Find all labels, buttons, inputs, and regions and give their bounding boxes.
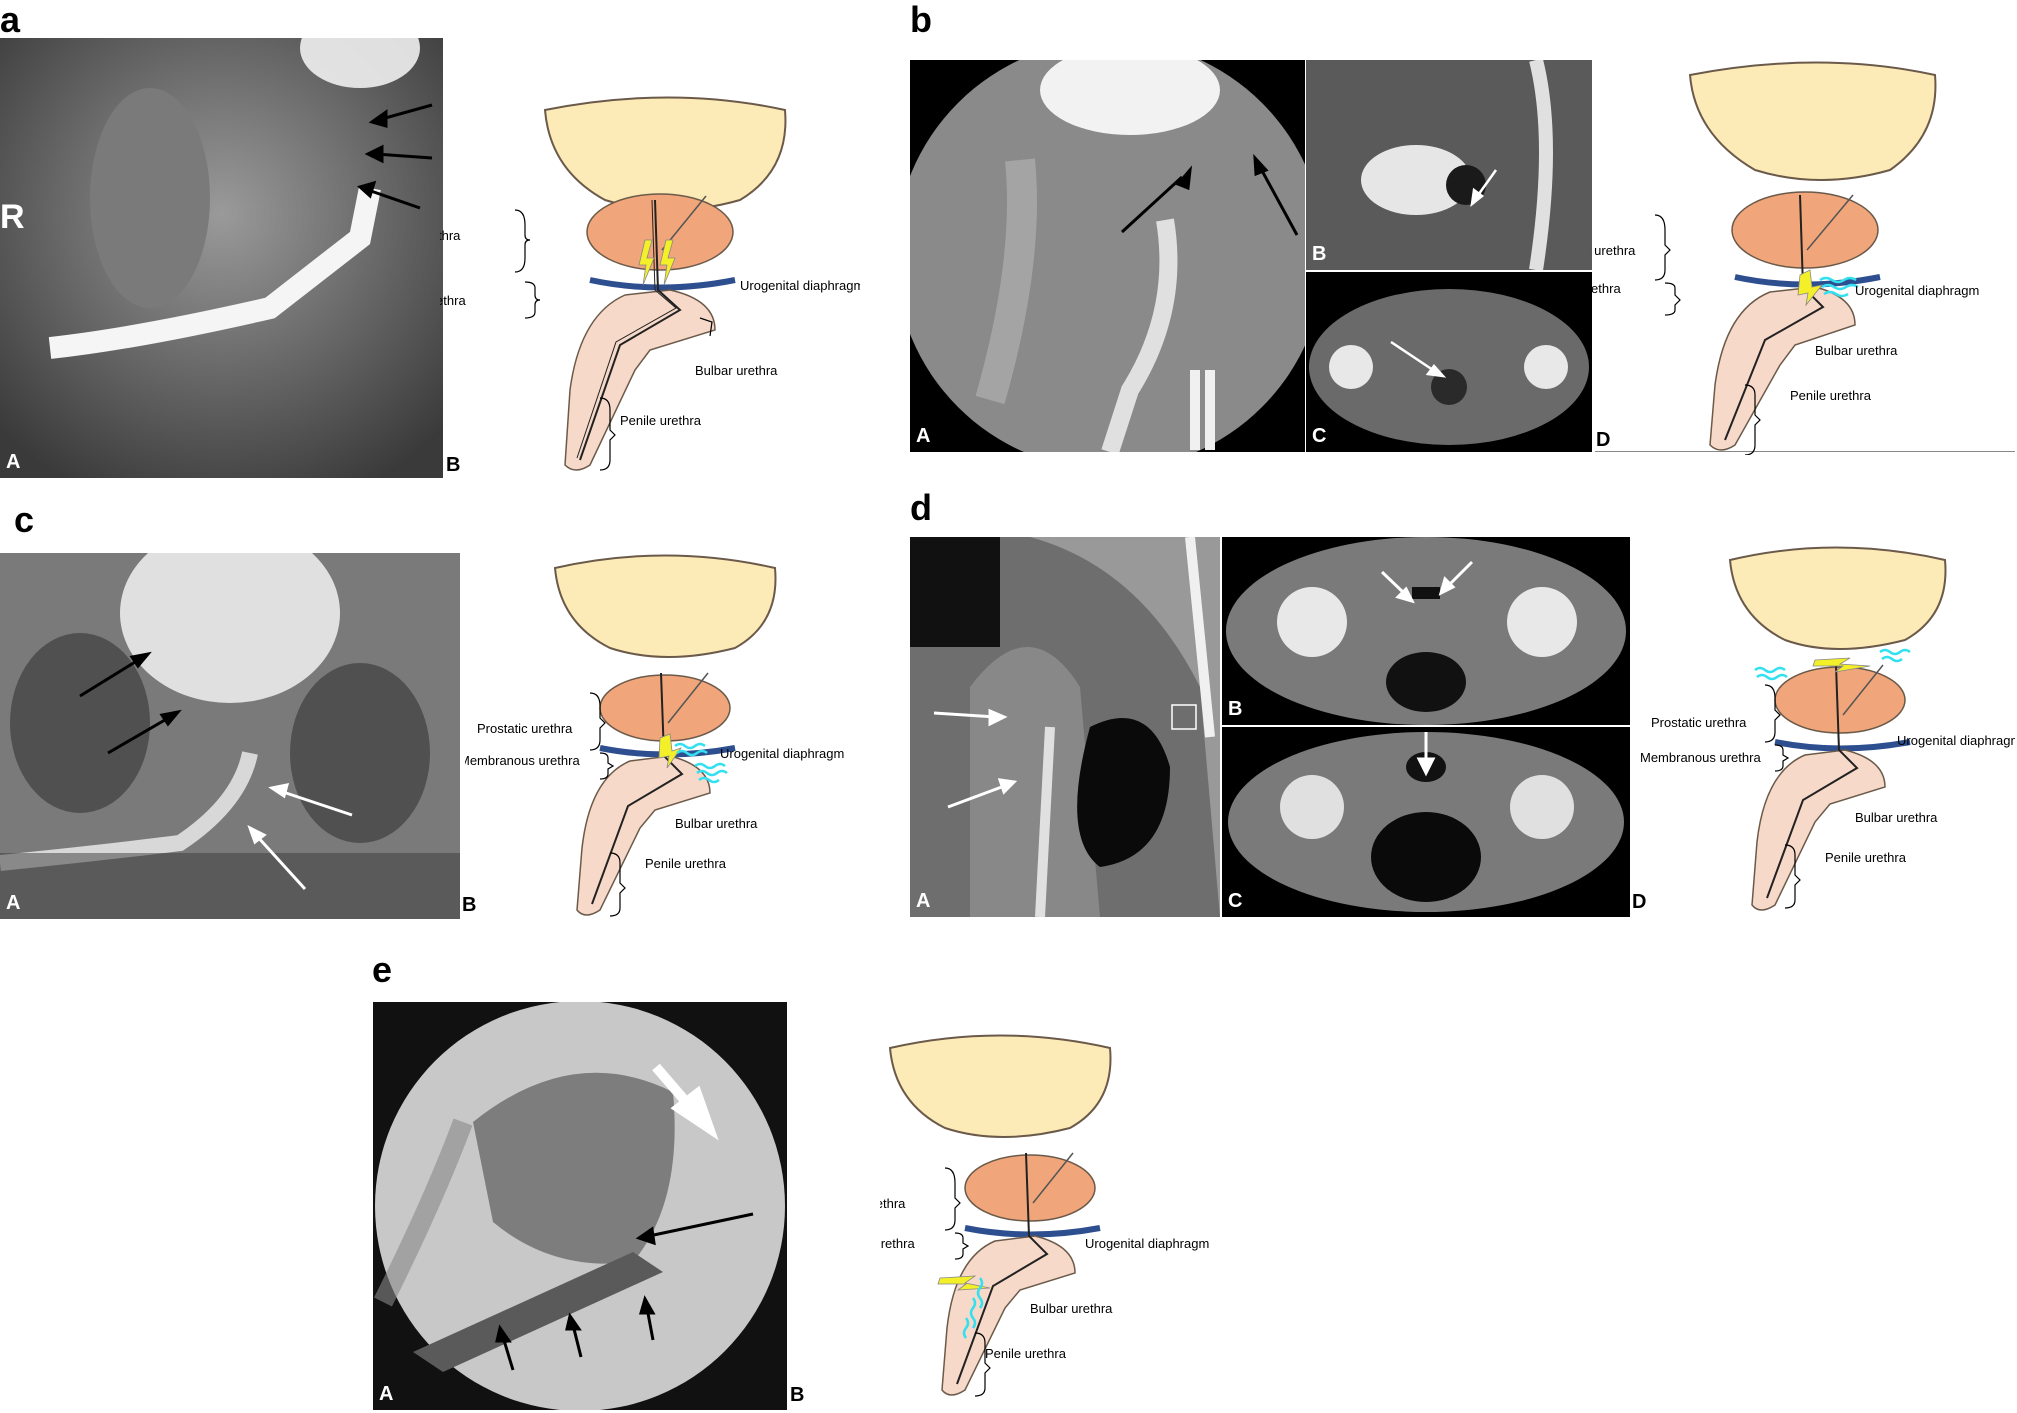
panel-a-urethrogram: R A: [0, 38, 443, 478]
penis-shape: [564, 289, 716, 471]
label-penile: Penile urethra: [620, 413, 702, 428]
svg-text:Bulbar urethra: Bulbar urethra: [1855, 810, 1938, 825]
sub-label-b: B: [462, 894, 477, 916]
panel-d-diagram: Prostatic urethra Membranous urethra Uro…: [1635, 540, 2017, 920]
svg-text:Penile urethra: Penile urethra: [1790, 388, 1872, 403]
label-bulbar: Bulbar urethra: [695, 363, 778, 378]
svg-text:Penile urethra: Penile urethra: [1825, 850, 1907, 865]
panel-letter-a: a: [0, 0, 21, 40]
sub-label-a: A: [379, 1383, 394, 1405]
svg-text:Membranous urethra: Membranous urethra: [880, 1236, 915, 1251]
svg-text:Bulbar urethra: Bulbar urethra: [1815, 343, 1898, 358]
injury-bolts-a: [638, 239, 676, 286]
panel-b-ct-sagittal: B: [1306, 60, 1592, 270]
sub-label-b: B: [1228, 698, 1243, 720]
panel-d-ct-axial-b: B: [1222, 537, 1630, 725]
arrows-black: [356, 103, 433, 210]
svg-text:Bulbar urethra: Bulbar urethra: [1030, 1301, 1113, 1316]
svg-text:Prostatic urethra: Prostatic urethra: [880, 1196, 906, 1211]
svg-text:Prostatic urethra: Prostatic urethra: [1651, 715, 1747, 730]
svg-text:Urogenital diaphragm: Urogenital diaphragm: [720, 746, 844, 761]
sub-label-b: B: [446, 454, 461, 476]
panel-b-ct-axial: C: [1306, 272, 1592, 452]
label-urogenital: Urogenital diaphragm: [740, 278, 860, 293]
panel-letter-b: b: [910, 0, 932, 40]
urethrogram-image: [0, 38, 443, 478]
sub-label-c: C: [1312, 425, 1327, 447]
urethra-path: [579, 199, 682, 461]
svg-text:Penile urethra: Penile urethra: [645, 856, 727, 871]
panel-e-diagram: Prostatic urethra Membranous urethra Uro…: [794, 1028, 1300, 1408]
svg-text:Prostatic urethra: Prostatic urethra: [477, 721, 573, 736]
label-prostatic: Prostatic urethra: [440, 228, 461, 243]
sub-label-a: A: [916, 425, 931, 447]
panel-d-ct-axial-c: C: [1222, 727, 1630, 917]
sub-label-b: B: [1312, 243, 1327, 265]
svg-text:Penile urethra: Penile urethra: [985, 1346, 1067, 1361]
sub-label-c: C: [1228, 890, 1243, 912]
label-membranous: Membranous urethra: [440, 293, 466, 308]
bladder-shape: [543, 96, 787, 211]
prostate-shape: [586, 193, 734, 271]
panel-a-diagram: Prostatic urethra Membranous urethra Uro…: [345, 90, 864, 480]
panel-d-ct-sagittal: A: [910, 537, 1220, 917]
svg-text:Urogenital diaphragm: Urogenital diaphragm: [1085, 1236, 1209, 1251]
sub-label-b: B: [790, 1384, 805, 1406]
sub-label-a: A: [6, 892, 21, 914]
panel-b-diagram: Prostatic urethra Membranous urethra Uro…: [1500, 55, 2010, 456]
panel-letter-e: e: [372, 949, 393, 990]
panel-letter-c: c: [14, 499, 35, 540]
svg-text:Bulbar urethra: Bulbar urethra: [675, 816, 758, 831]
svg-text:Membranous urethra: Membranous urethra: [465, 753, 580, 768]
panel-letter-d: d: [910, 487, 932, 528]
side-marker-r: R: [0, 198, 25, 236]
panel-b-urethrogram: A: [910, 60, 1305, 452]
svg-text:Urogenital diaphragm: Urogenital diaphragm: [1855, 283, 1979, 298]
svg-text:Membranous urethra: Membranous urethra: [1640, 750, 1761, 765]
svg-text:Prostatic urethra: Prostatic urethra: [1590, 243, 1636, 258]
divider-line: [1595, 451, 2015, 452]
sub-label-d: D: [1596, 429, 1611, 451]
panel-c-diagram: Prostatic urethra Membranous urethra Uro…: [459, 548, 875, 918]
urethra-diagram-a: Prostatic urethra Membranous urethra Uro…: [345, 96, 864, 471]
panel-c-urethrogram: A: [0, 553, 460, 919]
svg-text:Membranous urethra: Membranous urethra: [1590, 281, 1621, 296]
panel-e-urethrogram: A: [373, 1002, 787, 1410]
sub-label-a: A: [6, 451, 21, 473]
urogenital-diaphragm-shape: [589, 277, 736, 291]
sub-label-d: D: [1632, 891, 1647, 913]
sub-label-a: A: [916, 890, 931, 912]
svg-text:Urogenital diaphragm: Urogenital diaphragm: [1897, 733, 2015, 748]
